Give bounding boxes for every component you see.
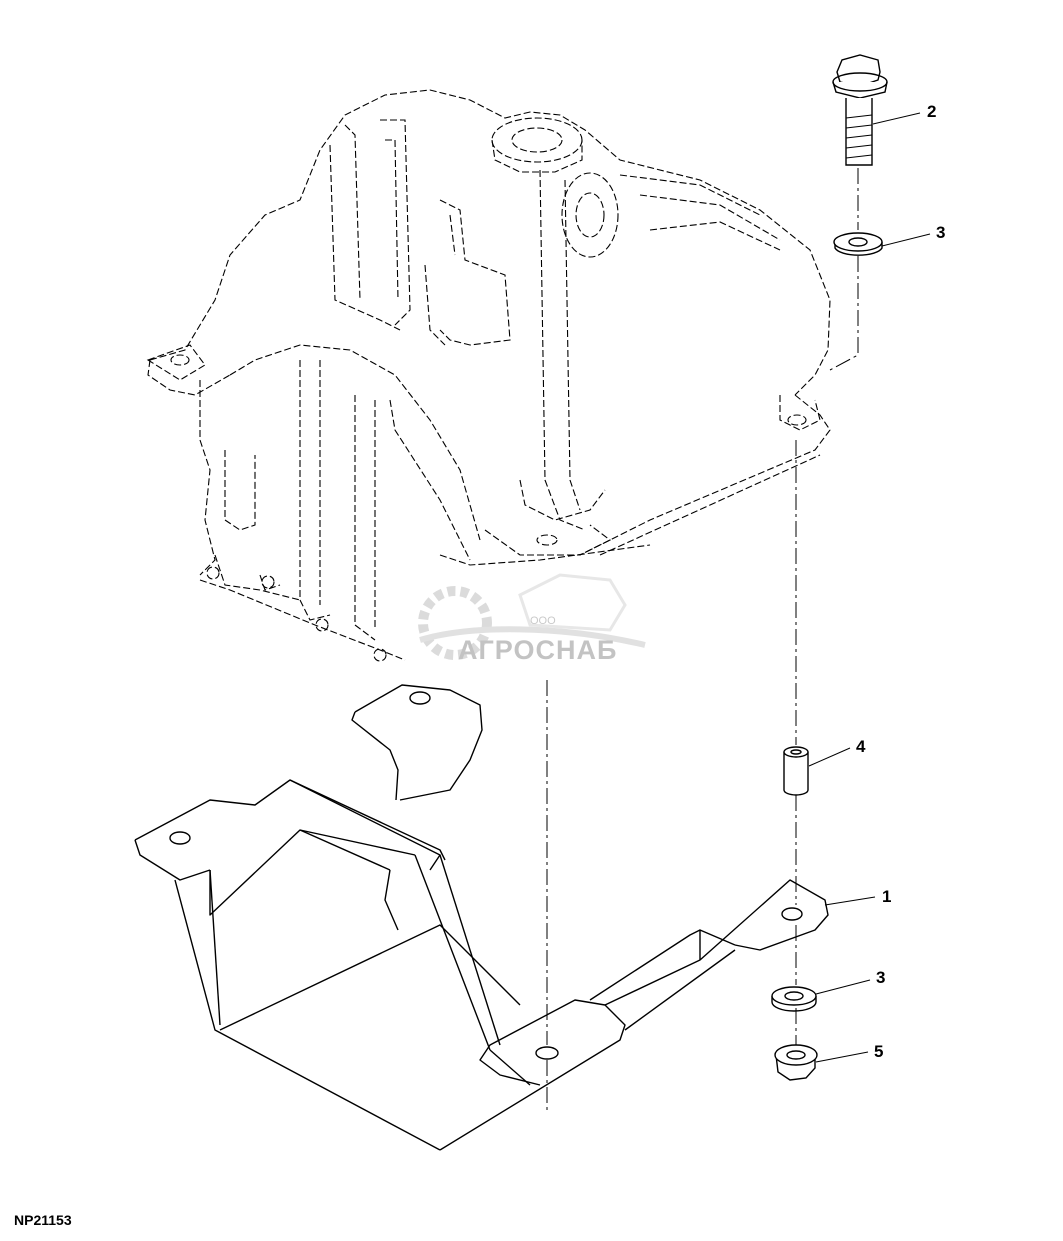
cap-screw [832,54,888,166]
spacer [783,746,809,796]
oil-pan-phantom [146,89,831,662]
washer-top [833,232,883,256]
callout-5: 5 [874,1042,884,1061]
callout-3-bottom: 3 [876,968,886,987]
leader-lines [808,112,931,1063]
gear-tractor-icon [418,573,646,660]
callout-3-top: 3 [936,223,946,242]
centerlines [546,168,859,1110]
skid-plate-bracket [134,684,829,1151]
figure-id: NP21153 [14,1212,72,1228]
watermark-line2: АГРОСНАБ [458,635,618,665]
callout-4: 4 [856,737,866,756]
callout-2: 2 [927,102,937,121]
watermark-line1: ООО [530,615,556,627]
watermark-logo: ООО АГРОСНАБ [410,555,660,685]
callout-1: 1 [882,887,892,906]
washer-bottom [771,986,817,1012]
flange-nut [774,1044,818,1081]
